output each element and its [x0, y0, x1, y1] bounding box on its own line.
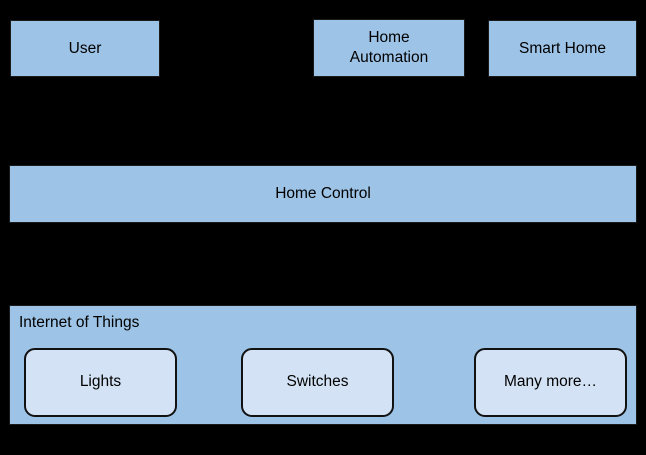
- node-user[interactable]: User: [10, 20, 160, 77]
- node-lights[interactable]: Lights: [24, 348, 177, 417]
- container-internet-of-things-label: Internet of Things: [19, 314, 140, 331]
- node-smart-home[interactable]: Smart Home: [488, 20, 637, 77]
- node-home-control[interactable]: Home Control: [9, 165, 637, 223]
- node-many-more[interactable]: Many more…: [474, 348, 627, 417]
- node-switches[interactable]: Switches: [241, 348, 394, 417]
- node-home-automation[interactable]: Home Automation: [313, 19, 465, 77]
- container-internet-of-things[interactable]: Internet of Things Lights Switches Many …: [9, 305, 637, 425]
